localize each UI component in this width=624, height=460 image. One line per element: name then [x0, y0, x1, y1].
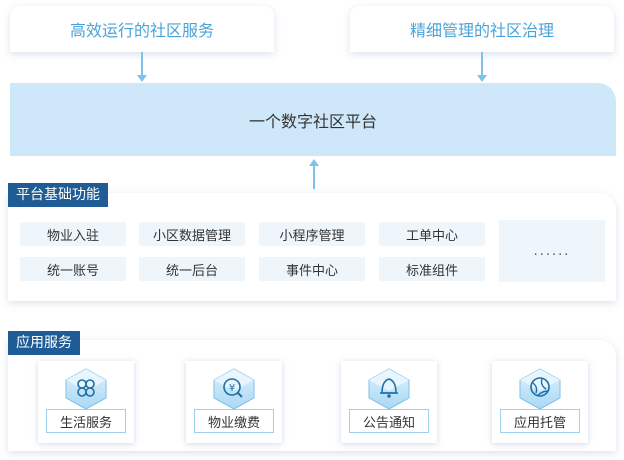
top-box-right-label: 精细管理的社区治理 [409, 21, 554, 40]
app-tile-announcements[interactable]: 公告通知 [341, 361, 437, 443]
chip-ticket-center: 工单中心 [379, 222, 485, 246]
apps-section-label: 应用服务 [8, 331, 80, 355]
globe-icon [519, 368, 561, 410]
arrow-down-left [137, 52, 147, 82]
chip-event-center: 事件中心 [259, 257, 365, 281]
app-tile-property-payment[interactable]: ¥ 物业缴费 [186, 361, 282, 443]
chip-community-data: 小区数据管理 [139, 222, 245, 246]
chip-unified-backend: 统一后台 [139, 257, 245, 281]
app-tile-life-service[interactable]: 生活服务 [38, 361, 134, 443]
platform-band: 一个数字社区平台 [10, 83, 616, 156]
top-box-left-label: 高效运行的社区服务 [69, 21, 214, 40]
bell-icon [368, 368, 410, 410]
app-tile-app-hosting[interactable]: 应用托管 [492, 361, 588, 443]
app-label-app-hosting: 应用托管 [500, 409, 580, 433]
arrow-down-right [477, 52, 487, 82]
svg-text:¥: ¥ [229, 383, 235, 394]
more-ellipsis: ...... [533, 243, 571, 259]
app-label-announcements: 公告通知 [349, 409, 429, 433]
more-functions-box: ...... [499, 220, 605, 282]
arrow-up-center [309, 159, 319, 189]
yuan-search-icon: ¥ [213, 368, 255, 410]
app-label-property-payment: 物业缴费 [194, 409, 274, 433]
app-label-life-service: 生活服务 [46, 409, 126, 433]
platform-title: 一个数字社区平台 [248, 111, 377, 131]
clover-icon [65, 368, 107, 410]
basic-section-label: 平台基础功能 [8, 183, 108, 207]
chip-unified-account: 统一账号 [20, 257, 126, 281]
chip-standard-components: 标准组件 [379, 257, 485, 281]
chip-property-onboarding: 物业入驻 [20, 222, 126, 246]
top-box-community-service: 高效运行的社区服务 [10, 6, 274, 52]
top-box-community-governance: 精细管理的社区治理 [350, 6, 614, 52]
chip-miniprogram: 小程序管理 [259, 222, 365, 246]
